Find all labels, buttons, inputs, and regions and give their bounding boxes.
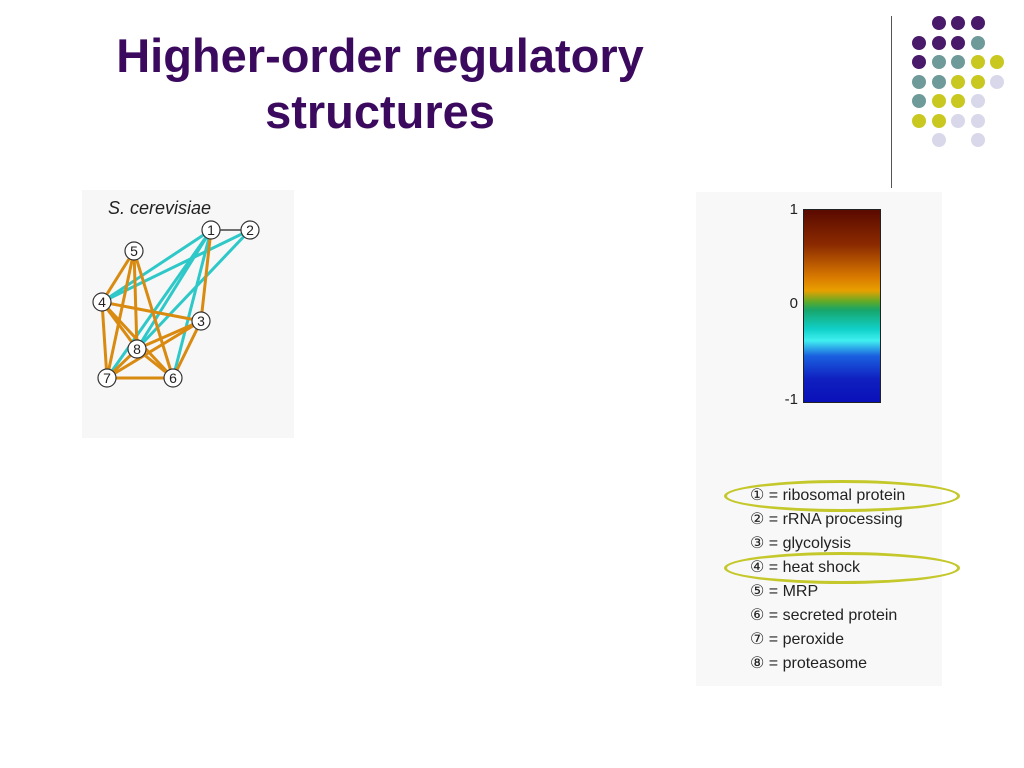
network-node-4: 4 (92, 292, 112, 312)
legend-text: = glycolysis (768, 535, 852, 552)
network-edge-3-6 (171, 320, 203, 379)
decorative-dot (990, 55, 1004, 69)
legend-symbol: ② (750, 511, 769, 528)
decorative-dot-grid (0, 0, 1024, 200)
network-node-circle (97, 368, 117, 388)
network-edge-8-3 (136, 319, 202, 351)
legend-item: ② = rRNA processing (750, 508, 940, 532)
network-node-label: 4 (98, 294, 106, 310)
decorative-dot (931, 35, 946, 50)
edge-layer (100, 228, 252, 380)
decorative-dot (951, 94, 965, 108)
legend-symbol: ⑧ (750, 655, 769, 672)
legend-symbol: ③ (750, 535, 769, 552)
decorative-dot (951, 16, 965, 30)
legend-item: ⑦ = peroxide (750, 628, 940, 652)
decorative-dot (931, 133, 946, 147)
legend-text: = proteasome (768, 655, 868, 672)
decorative-dot (970, 94, 985, 108)
network-edge-4-1 (101, 228, 212, 304)
decorative-dot (931, 74, 946, 89)
decorative-dot (912, 74, 926, 89)
decorative-dot (931, 94, 946, 108)
network-edge-8-2 (135, 228, 252, 351)
network-node-circle (124, 241, 144, 261)
network-edge-4-7 (100, 301, 109, 379)
decorative-dot (951, 35, 965, 50)
network-node-label: 5 (130, 243, 138, 259)
colorbar-mid-label: 0 (789, 295, 798, 312)
decorative-dot (990, 74, 1004, 89)
network-node-label: 2 (246, 222, 254, 238)
network-node-7: 7 (97, 368, 117, 388)
highlight-ring-heat-shock (724, 552, 960, 584)
network-diagram: S. cerevisiae 1 2 3 4 5 6 7 8 (92, 198, 260, 388)
network-node-2: 2 (240, 220, 260, 240)
decorative-dot (970, 113, 985, 128)
colorbar-max-label: 1 (789, 201, 798, 218)
title-divider (891, 16, 892, 188)
network-node-5: 5 (124, 241, 144, 261)
network-node-3: 3 (191, 311, 211, 331)
slide-title: Higher-order regulatory structures (116, 29, 644, 138)
highlight-ring-ribosomal (724, 480, 960, 512)
network-node-circle (240, 220, 260, 240)
legend-item: ③ = glycolysis (750, 532, 940, 556)
legend-text: = peroxide (768, 631, 844, 648)
network-node-circle (163, 368, 183, 388)
node-layer: 1 2 3 4 5 6 7 8 (92, 220, 260, 388)
legend-symbol: ⑦ (750, 631, 769, 648)
network-node-1: 1 (201, 220, 221, 240)
colorbar-min-label: -1 (784, 391, 798, 408)
network-edge-5-8 (132, 250, 139, 350)
decorative-dot (912, 55, 926, 69)
legend-item: ⑧ = proteasome (750, 652, 940, 676)
decorative-dot (970, 16, 985, 30)
decorative-dot (970, 133, 985, 147)
legend-item: ⑤ = MRP (750, 580, 940, 604)
legend-symbol: ⑤ (750, 583, 769, 600)
decorative-dot (931, 16, 946, 30)
network-edge-7-1 (105, 229, 213, 379)
network-node-6: 6 (163, 368, 183, 388)
legend-text: = MRP (768, 583, 819, 600)
network-node-label: 1 (207, 222, 215, 238)
network-node-label: 7 (103, 370, 111, 386)
network-edge-5-6 (132, 250, 175, 379)
decorative-dot (931, 113, 946, 128)
network-panel: S. cerevisiae 1 2 3 4 5 6 7 8 (82, 190, 294, 438)
decorative-dot (912, 94, 926, 108)
network-edge-5-7 (105, 250, 136, 379)
network-node-circle (92, 292, 112, 312)
organism-label: S. cerevisiae (108, 198, 211, 218)
decorative-dot (912, 113, 926, 128)
network-node-circle (127, 339, 147, 359)
colorbar (803, 209, 881, 403)
decorative-dot (951, 74, 965, 89)
network-node-label: 6 (169, 370, 177, 386)
decorative-dot (931, 55, 946, 69)
legend-symbol: ⑥ (750, 607, 769, 624)
network-edge-3-7 (106, 319, 202, 380)
network-edge-4-3 (101, 300, 202, 323)
legend-text: = secreted protein (768, 607, 898, 624)
network-edge-6-1 (171, 229, 213, 379)
network-node-8: 8 (127, 339, 147, 359)
decorative-dot (970, 74, 985, 89)
legend-item: ⑥ = secreted protein (750, 604, 940, 628)
network-node-circle (191, 311, 211, 331)
network-node-circle (201, 220, 221, 240)
decorative-dot (951, 55, 965, 69)
decorative-dot (970, 35, 985, 50)
network-edge-3-1 (199, 229, 213, 322)
decorative-dot (951, 113, 965, 128)
network-edge-5-4 (100, 250, 136, 303)
network-node-label: 3 (197, 313, 205, 329)
network-node-label: 8 (133, 341, 141, 357)
legend-text: = rRNA processing (768, 511, 903, 528)
decorative-dot (970, 55, 985, 69)
decorative-dot (912, 35, 926, 50)
